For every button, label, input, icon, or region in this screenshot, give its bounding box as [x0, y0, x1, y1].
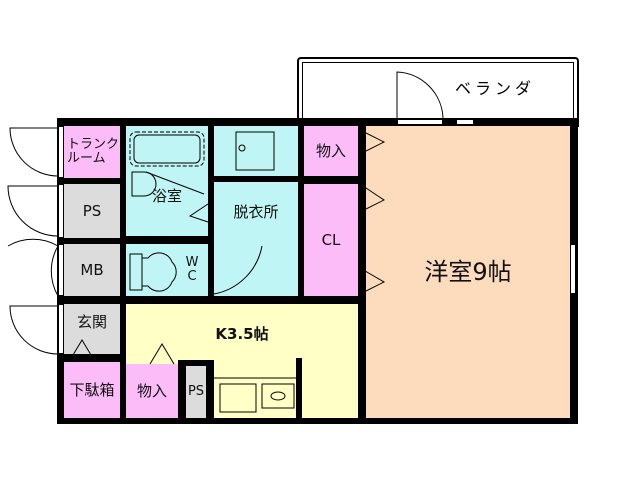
storage-bottom-label: 物入 — [136, 381, 167, 400]
shoebox-label: 下駄箱 — [69, 380, 115, 399]
room-ps-top: PS — [64, 184, 120, 238]
window — [58, 126, 64, 178]
door-swing-icon — [9, 127, 59, 177]
door-swing-icon — [9, 305, 59, 355]
room-mb: MB — [64, 244, 120, 296]
room-ps-bottom: PS — [186, 366, 206, 418]
room-shoebox: 下駄箱 — [64, 362, 120, 418]
window — [397, 119, 443, 125]
trunk-label-2: ルーム — [67, 151, 106, 166]
trunk-label-1: トランク — [67, 136, 120, 152]
room-laundry — [214, 126, 298, 176]
room-dressing: 脱衣所 — [214, 182, 298, 296]
room-closet: CL — [304, 184, 358, 296]
toilet-c-label: C — [187, 269, 197, 284]
closet-label: CL — [321, 230, 341, 249]
room-storage-top: 物入 — [304, 126, 358, 176]
ps-bottom-label: PS — [187, 383, 205, 399]
room-toilet: W C — [126, 244, 208, 296]
window — [58, 244, 64, 296]
entrance-label: 玄関 — [76, 313, 107, 331]
ps-top-label: PS — [82, 201, 102, 220]
room-bathroom: 浴室 — [126, 126, 208, 236]
room-entrance: 玄関 — [64, 304, 120, 354]
window — [570, 244, 576, 294]
room-trunk: トランク ルーム — [64, 126, 120, 178]
window — [58, 304, 64, 354]
room-western: 洋室9帖 — [366, 126, 570, 418]
room-storage-bottom: 物入 — [126, 364, 178, 418]
western-room-label: 洋室9帖 — [424, 257, 512, 286]
toilet-w-label: W — [185, 254, 199, 270]
bathroom-label: 浴室 — [151, 186, 182, 205]
window — [58, 184, 64, 238]
storage-top-label: 物入 — [315, 141, 346, 160]
door-swing-icon — [7, 238, 59, 297]
mb-label: MB — [80, 260, 104, 279]
balcony-label: ベランダ — [455, 79, 536, 98]
dressing-label: 脱衣所 — [233, 203, 279, 221]
door-swing-icon — [7, 185, 59, 237]
window — [456, 119, 474, 125]
kitchen-label: K3.5帖 — [215, 325, 269, 343]
balcony — [297, 57, 579, 127]
